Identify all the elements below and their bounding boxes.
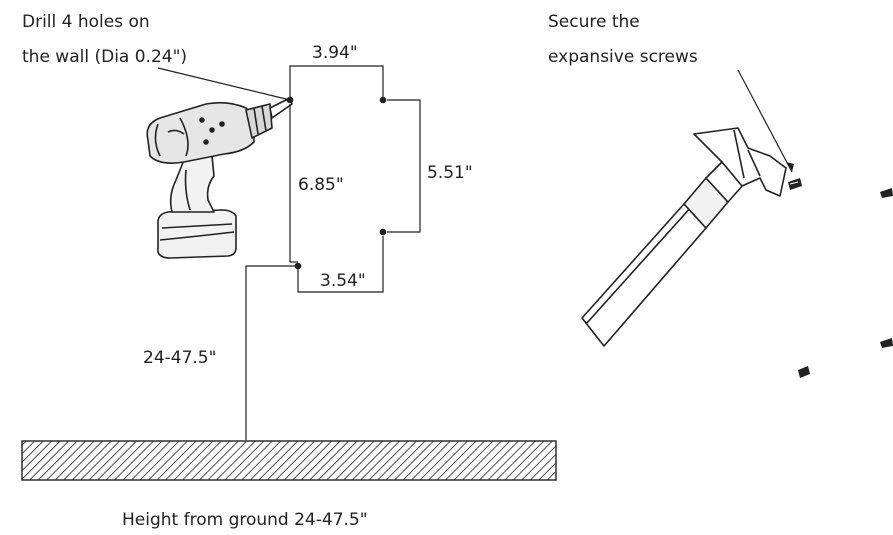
screw-leader-arrow	[786, 162, 794, 172]
ground-height-line	[245, 265, 296, 440]
hole-bottom-left	[294, 262, 302, 270]
power-drill-icon	[146, 97, 293, 259]
right-height-bracket	[387, 99, 421, 233]
drill-instruction-line1: Drill 4 holes on	[22, 12, 150, 32]
hole-layout	[245, 65, 421, 440]
hole-bottom-right	[379, 228, 387, 236]
ground-height-label: 24-47.5"	[143, 348, 216, 368]
hole-top-left	[286, 96, 294, 104]
anchor-bottom-left	[798, 366, 810, 378]
drill-instruction-line2: the wall (Dia 0.24")	[22, 47, 187, 67]
wall-anchor-icon	[788, 178, 893, 378]
bottom-width-label: 3.54"	[320, 271, 366, 291]
right-height-label: 5.51"	[427, 163, 473, 183]
anchor-bottom-right	[880, 338, 893, 348]
drill-leader-line	[157, 67, 291, 101]
floor-hatch-icon	[21, 440, 557, 481]
ground-caption: Height from ground 24-47.5"	[122, 510, 368, 530]
hole-top-right	[379, 96, 387, 104]
drill-holes	[286, 96, 387, 270]
screw-leader-line	[737, 69, 793, 173]
anchor-top-right	[880, 188, 893, 198]
secure-instruction-line1: Secure the	[548, 12, 640, 32]
bottom-width-bracket	[297, 236, 384, 293]
left-height-label: 6.85"	[298, 175, 344, 195]
top-width-label: 3.94"	[312, 43, 358, 63]
anchor-top-left	[788, 178, 802, 190]
secure-instruction-line2: expansive screws	[548, 47, 698, 67]
top-width-bracket	[289, 65, 384, 100]
hammer-icon	[581, 127, 787, 347]
